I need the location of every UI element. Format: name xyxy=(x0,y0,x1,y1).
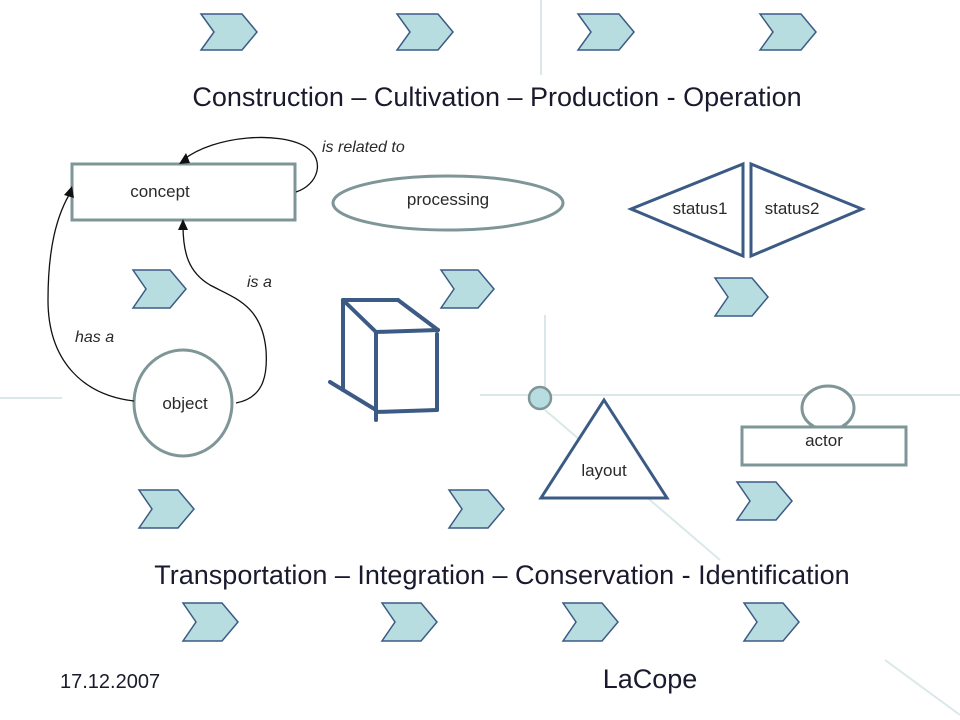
footer-name: LaCope xyxy=(603,664,698,694)
chevron-icon xyxy=(735,481,793,521)
status2-triangle xyxy=(749,161,866,259)
layout-label: layout xyxy=(581,461,627,480)
actor-box xyxy=(740,425,908,467)
chevron-icon xyxy=(395,13,454,51)
is-a-arrow xyxy=(182,224,268,404)
actor-label: actor xyxy=(805,431,843,450)
actor-head xyxy=(800,384,856,432)
chevron-icon xyxy=(181,602,239,642)
chevron-icon xyxy=(576,13,635,51)
top-title: Construction – Cultivation – Production … xyxy=(192,82,801,112)
chevron-icon xyxy=(137,489,195,529)
chevron-icon xyxy=(713,277,769,317)
chevron-icon xyxy=(199,13,258,51)
status1-triangle xyxy=(627,161,745,259)
concept-label: concept xyxy=(130,182,190,201)
chevron-row-lower xyxy=(137,481,793,529)
status2-label: status2 xyxy=(765,199,820,218)
processing-ellipse xyxy=(331,174,565,232)
object-circle xyxy=(132,348,234,458)
processing-label: processing xyxy=(407,190,489,209)
chevron-icon xyxy=(447,489,505,529)
relation-arrows xyxy=(47,136,318,404)
is-a-label: is a xyxy=(247,274,272,291)
sketched-cube-icon xyxy=(328,298,440,422)
footer-date: 17.12.2007 xyxy=(60,671,160,693)
chevron-icon xyxy=(561,602,619,642)
layout-triangle xyxy=(538,397,670,500)
chevron-row-middle xyxy=(131,269,769,317)
is-related-to-arrow xyxy=(182,136,318,193)
arrowhead-icon xyxy=(178,219,188,230)
object-label: object xyxy=(162,394,208,413)
small-circle-icon xyxy=(527,385,553,411)
chevron-icon xyxy=(742,602,800,642)
arrowheads xyxy=(64,153,190,230)
status1-label: status1 xyxy=(673,199,728,218)
arrowhead-icon xyxy=(179,153,190,164)
concept-box xyxy=(70,162,297,222)
chevron-icon xyxy=(380,602,438,642)
arrowhead-icon xyxy=(64,186,74,198)
bottom-title: Transportation – Integration – Conservat… xyxy=(154,560,849,590)
chevron-icon xyxy=(439,269,495,309)
chevron-icon xyxy=(758,13,817,51)
chevron-row-top xyxy=(199,13,817,51)
has-a-label: has a xyxy=(75,329,114,346)
has-a-arrow xyxy=(47,189,135,402)
chevron-icon xyxy=(131,269,187,309)
chevron-row-bottom xyxy=(181,602,800,642)
is-related-to-label: is related to xyxy=(322,139,405,156)
